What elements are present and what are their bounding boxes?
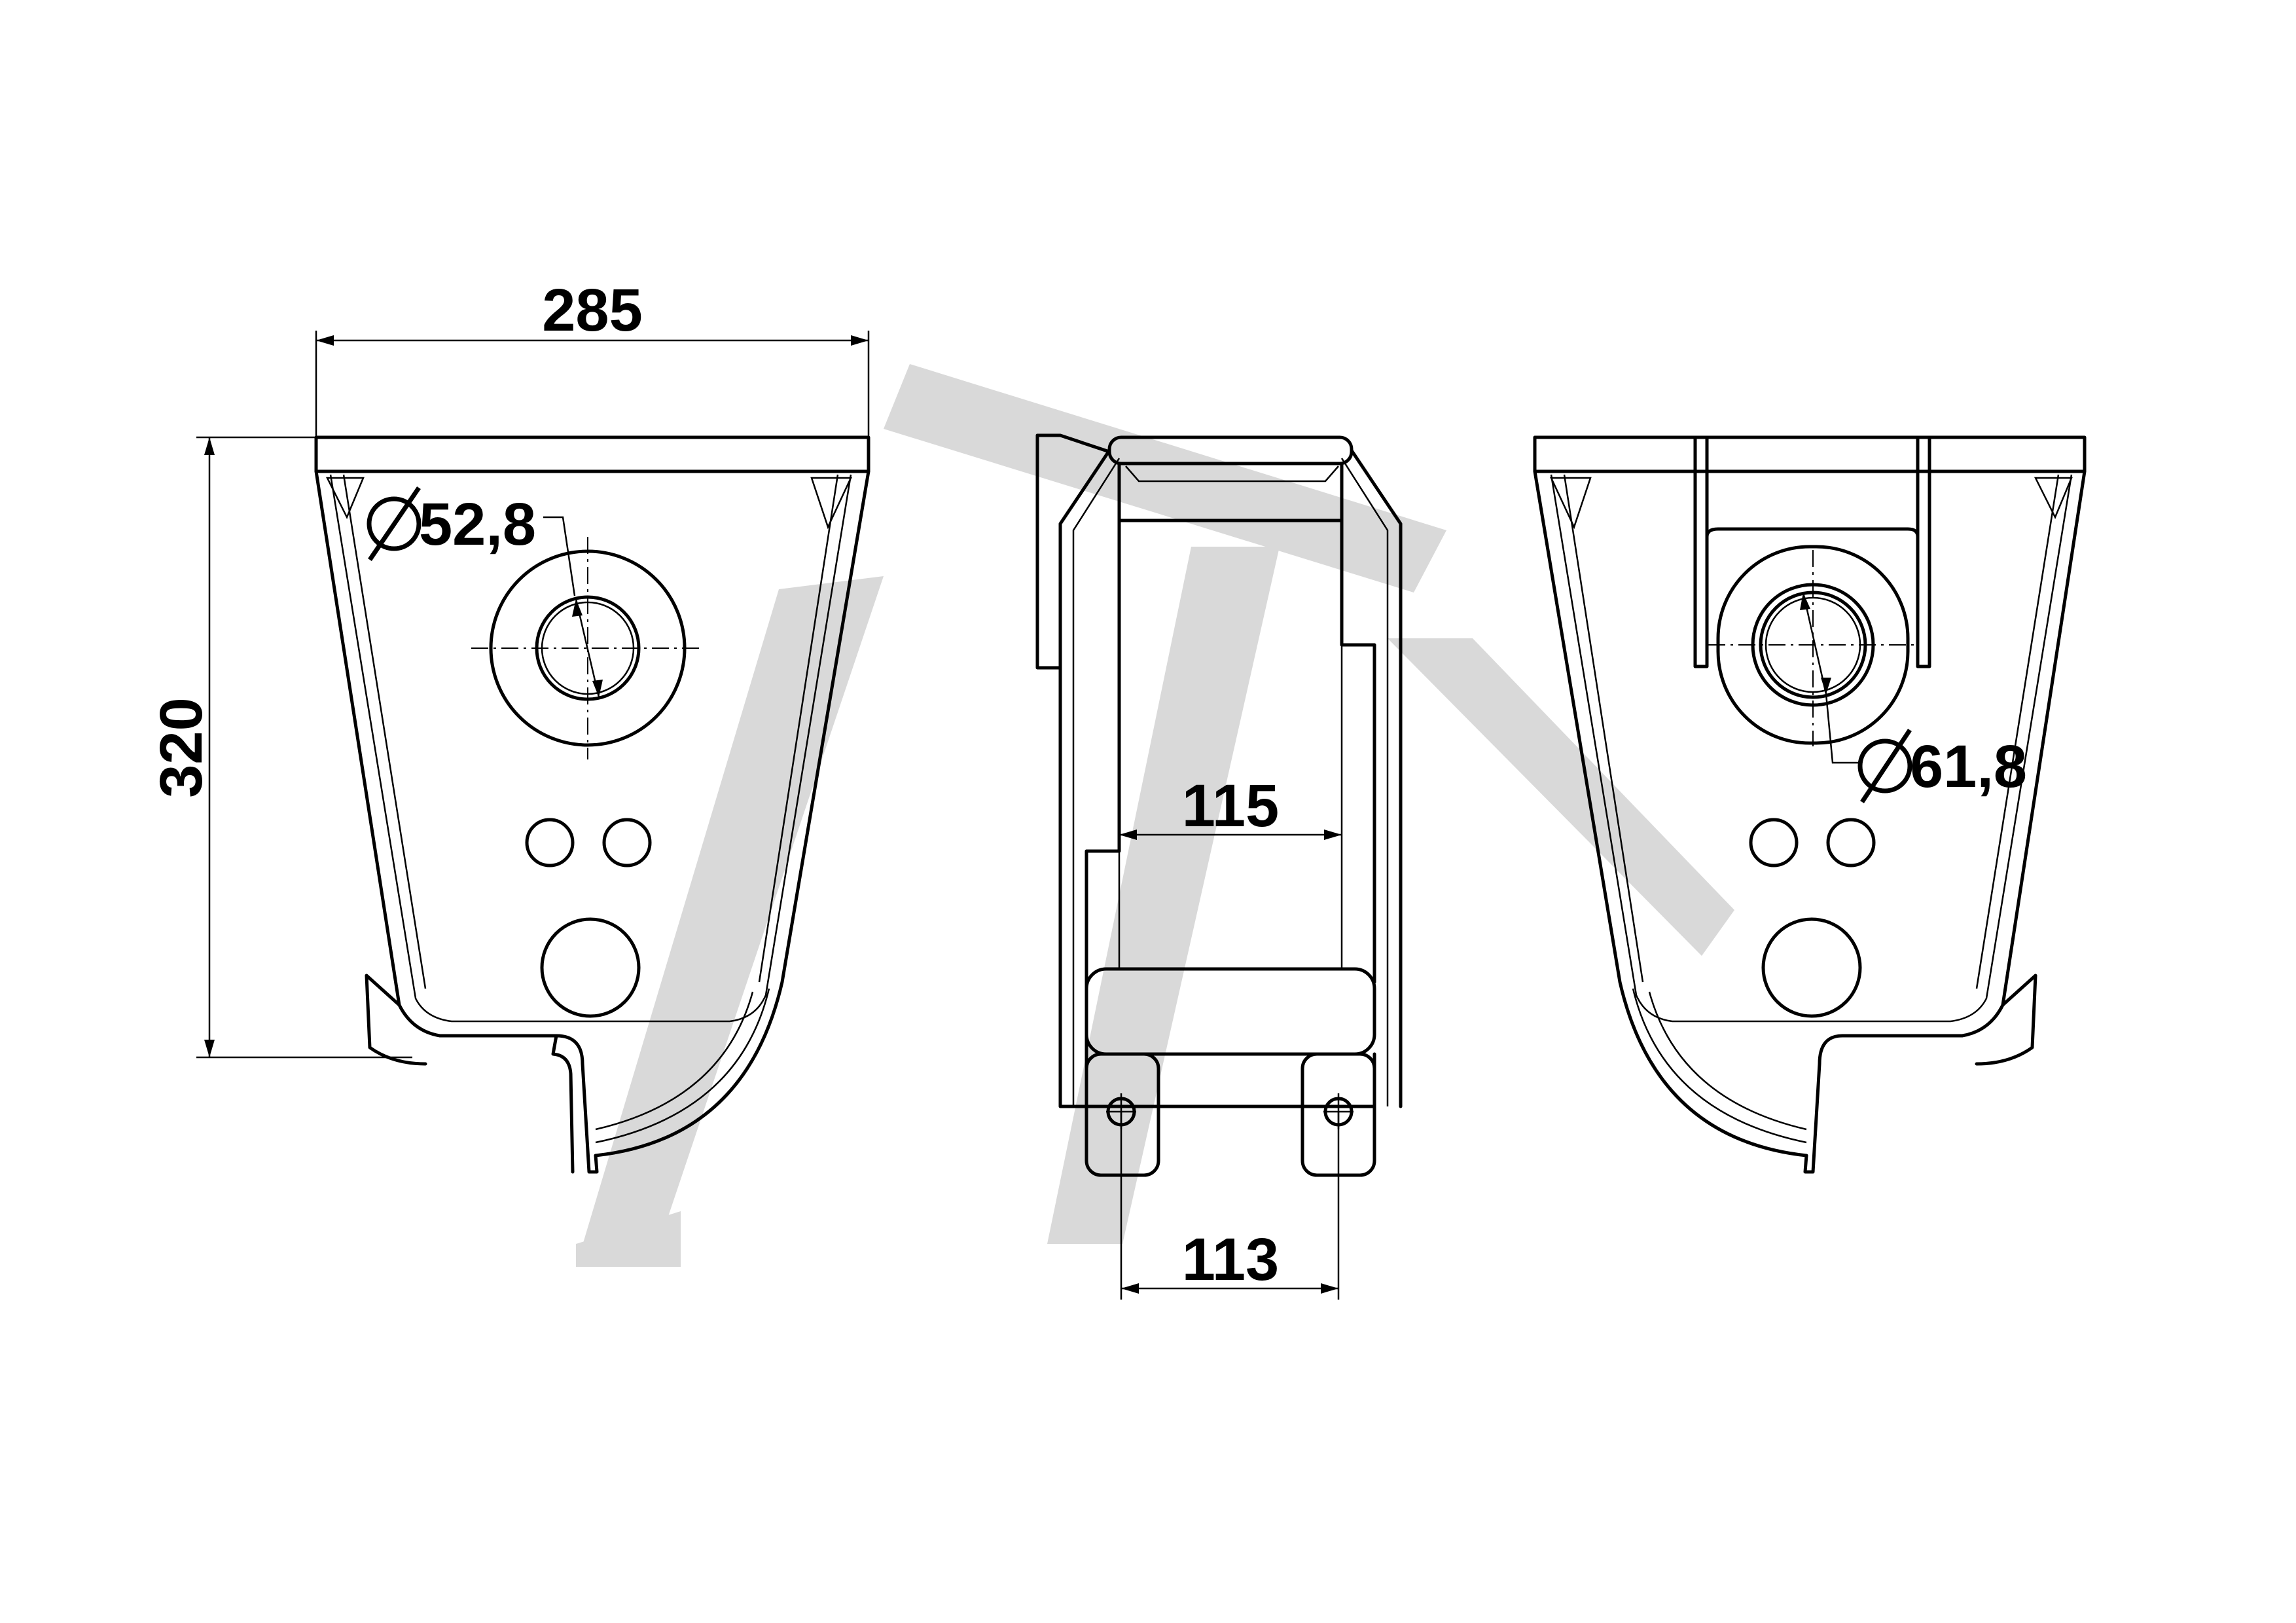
dimension-overall-width: 285 [315, 277, 870, 437]
dimension-inner-width: 115 [1119, 773, 1342, 840]
right-view [1533, 435, 2087, 1174]
dimension-label-61-8: 61,8 [1910, 733, 2027, 800]
dimension-label-285: 285 [542, 277, 643, 344]
dimension-bore-right: 61,8 [1800, 592, 2027, 803]
dimension-label-115: 115 [1182, 773, 1279, 839]
left-view [314, 435, 870, 1174]
dimension-overall-height: 320 [148, 436, 412, 1059]
dimension-label-320: 320 [148, 697, 215, 798]
logo-watermark [576, 364, 1734, 1267]
dimension-bore-left: 52,8 [367, 486, 603, 698]
dimension-label-113: 113 [1182, 1226, 1279, 1293]
diameter-icon [1857, 729, 1912, 803]
diameter-icon [367, 486, 422, 561]
dimension-mount-spacing: 113 [1120, 1112, 1340, 1300]
front-view [1035, 433, 1403, 1177]
dimension-label-52-8: 52,8 [419, 491, 536, 558]
